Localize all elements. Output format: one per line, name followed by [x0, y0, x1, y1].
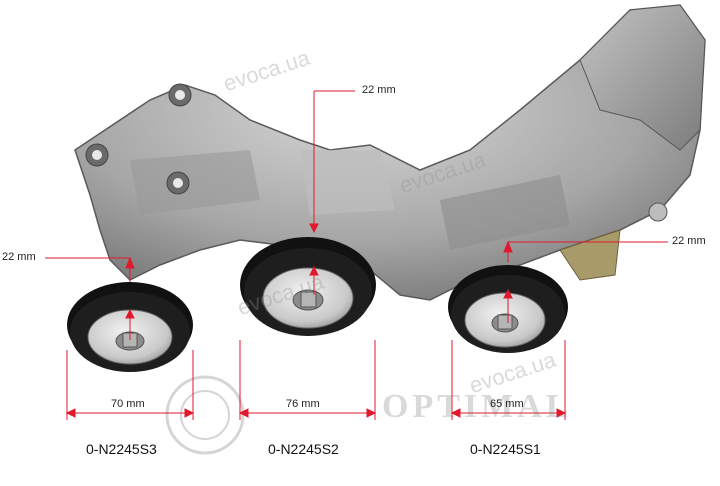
dimension-lines	[45, 90, 668, 420]
aluminium-bracket	[74, 4, 706, 301]
dimension-left-width: 70 mm	[111, 398, 145, 410]
tensioner-pulley-middle	[240, 237, 376, 336]
part-number-middle: 0-N2245S2	[268, 441, 339, 457]
dimension-right-width: 65 mm	[490, 398, 524, 410]
dimension-left-height: 22 mm	[2, 251, 36, 263]
dimension-middle-height: 22 mm	[362, 84, 396, 96]
part-number-right: 0-N2245S1	[470, 441, 541, 457]
optimal-seal	[165, 375, 245, 455]
brand-watermark: OPTIMAL	[382, 388, 573, 425]
part-number-left: 0-N2245S3	[86, 441, 157, 457]
dimension-right-height: 22 mm	[672, 235, 706, 247]
dimension-middle-width: 76 mm	[286, 398, 320, 410]
